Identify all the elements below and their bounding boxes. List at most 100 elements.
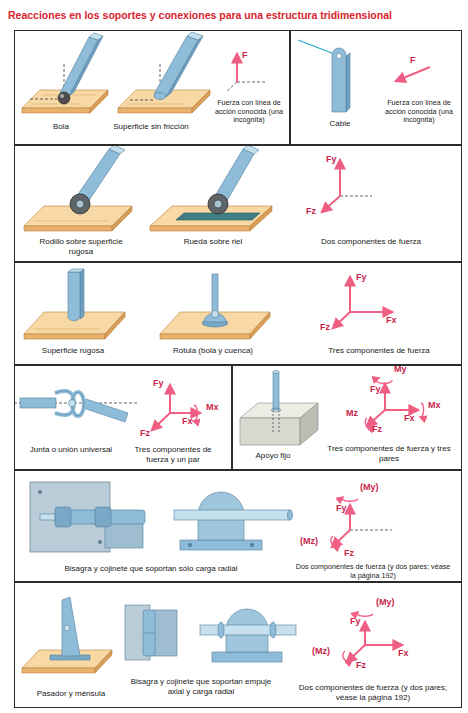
roller <box>70 194 90 214</box>
steel-bar <box>187 32 203 40</box>
hinge <box>143 610 155 656</box>
force-symbol <box>331 536 340 546</box>
reaction-label: (My) <box>360 482 379 493</box>
force-symbol <box>343 612 402 662</box>
bearing <box>250 543 254 547</box>
force-symbol <box>333 277 392 328</box>
force-symbol <box>237 82 265 83</box>
fixed-block <box>279 410 280 434</box>
reaction-label: Fz <box>372 424 382 435</box>
fixed-block <box>240 418 300 445</box>
hinge <box>143 633 155 634</box>
hinge <box>55 507 71 527</box>
support-caption: Tres componentes de fuerza y tres pares <box>324 444 454 463</box>
reaction-label: Fx <box>182 416 193 427</box>
support-caption: Junta o unión universal <box>26 445 116 455</box>
reaction-label: Mx <box>206 402 219 413</box>
bearing <box>270 622 276 638</box>
support-caption: Dos componentes de fuerza <box>306 237 436 247</box>
wood-board <box>22 668 95 673</box>
force-symbol <box>349 277 351 312</box>
support-caption: Bisagra y cojinete que soportan empuje a… <box>126 677 276 696</box>
wheel <box>214 200 222 208</box>
reaction-label: Fx <box>386 315 397 326</box>
force-symbol <box>170 412 200 414</box>
fixed-block <box>273 410 274 434</box>
support-caption: Fuerza con línea de acción conocida (una… <box>377 99 461 125</box>
steel-post <box>68 272 80 321</box>
eye-bar <box>346 53 350 112</box>
support-caption: Pasador y ménsula <box>26 689 116 699</box>
wood-board <box>90 90 108 113</box>
bearing <box>174 510 290 520</box>
eye-bar <box>337 54 342 59</box>
force-symbol <box>322 196 340 212</box>
force-symbol <box>322 160 372 212</box>
reaction-label: Fy <box>326 154 337 165</box>
bracket <box>64 625 70 631</box>
fixed-block <box>300 403 318 445</box>
universal-joint <box>20 398 56 408</box>
force-symbol <box>226 82 237 92</box>
force-symbol <box>347 645 365 662</box>
ball <box>60 94 64 98</box>
bearing <box>174 492 293 550</box>
steel-post <box>80 269 84 319</box>
force-symbol <box>331 497 392 547</box>
reaction-label: Fy <box>336 503 347 514</box>
wood-board <box>112 206 132 231</box>
support-panel: Superficie rugosaRótula (bola y cuenca)T… <box>14 262 462 365</box>
steel-post <box>68 269 84 272</box>
force-symbol <box>367 410 385 426</box>
wood-board <box>250 312 270 339</box>
steel-bar <box>109 145 125 154</box>
steel-bar <box>60 37 98 96</box>
hinge <box>98 540 102 544</box>
axis-dash <box>30 62 64 99</box>
hinge <box>38 490 42 494</box>
wood-board <box>30 104 80 105</box>
support-panel: Rodillo sobre superficie rugosaRueda sob… <box>14 145 462 262</box>
support-caption: Fuerza con línea de acción conocida (una… <box>207 99 291 125</box>
support-caption: Bola <box>31 122 91 132</box>
reaction-label: Fz <box>344 548 354 559</box>
force-symbol <box>332 530 350 547</box>
universal-joint <box>83 399 128 422</box>
hinge <box>40 514 55 520</box>
support-panel: Pasador y ménsula Bisagra y cojinete que … <box>14 582 462 708</box>
support-caption: Superficie sin fricción <box>101 122 201 132</box>
hinge <box>152 610 177 656</box>
force-symbol <box>365 378 423 427</box>
steel-bar <box>154 36 198 97</box>
force-symbol <box>384 384 386 410</box>
reaction-label: Fy <box>153 378 164 389</box>
bracket <box>50 597 90 660</box>
axis-dash <box>130 100 153 101</box>
reaction-label: Mx <box>428 400 441 411</box>
reaction-label: Fz <box>320 322 330 333</box>
wheel <box>208 194 228 214</box>
force-symbol <box>342 497 358 501</box>
bearing <box>288 510 293 520</box>
reaction-label: Fx <box>398 648 409 659</box>
ball-socket <box>212 274 218 314</box>
force-symbol <box>396 67 430 81</box>
support-caption: Rótula (bola y cuenca) <box>158 346 268 356</box>
roller <box>76 200 84 208</box>
steel-bar <box>154 32 203 100</box>
reaction-label: (Mz) <box>312 646 330 657</box>
fixed-block <box>271 408 281 412</box>
eye-bar <box>332 48 350 112</box>
force-symbol <box>152 413 170 430</box>
wood-board <box>34 329 100 330</box>
force-symbol <box>376 378 392 383</box>
steel-bar <box>243 145 259 154</box>
fixed-block <box>240 371 318 446</box>
support-panel: Junta o unión universal Tres componentes … <box>14 365 232 470</box>
ball <box>58 92 70 104</box>
reaction-label: Fy <box>356 272 367 283</box>
support-caption: Tres componentes de fuerza y un par <box>123 445 223 464</box>
wood-board <box>118 90 210 113</box>
steel-post <box>68 269 84 321</box>
force-symbol <box>343 651 352 661</box>
